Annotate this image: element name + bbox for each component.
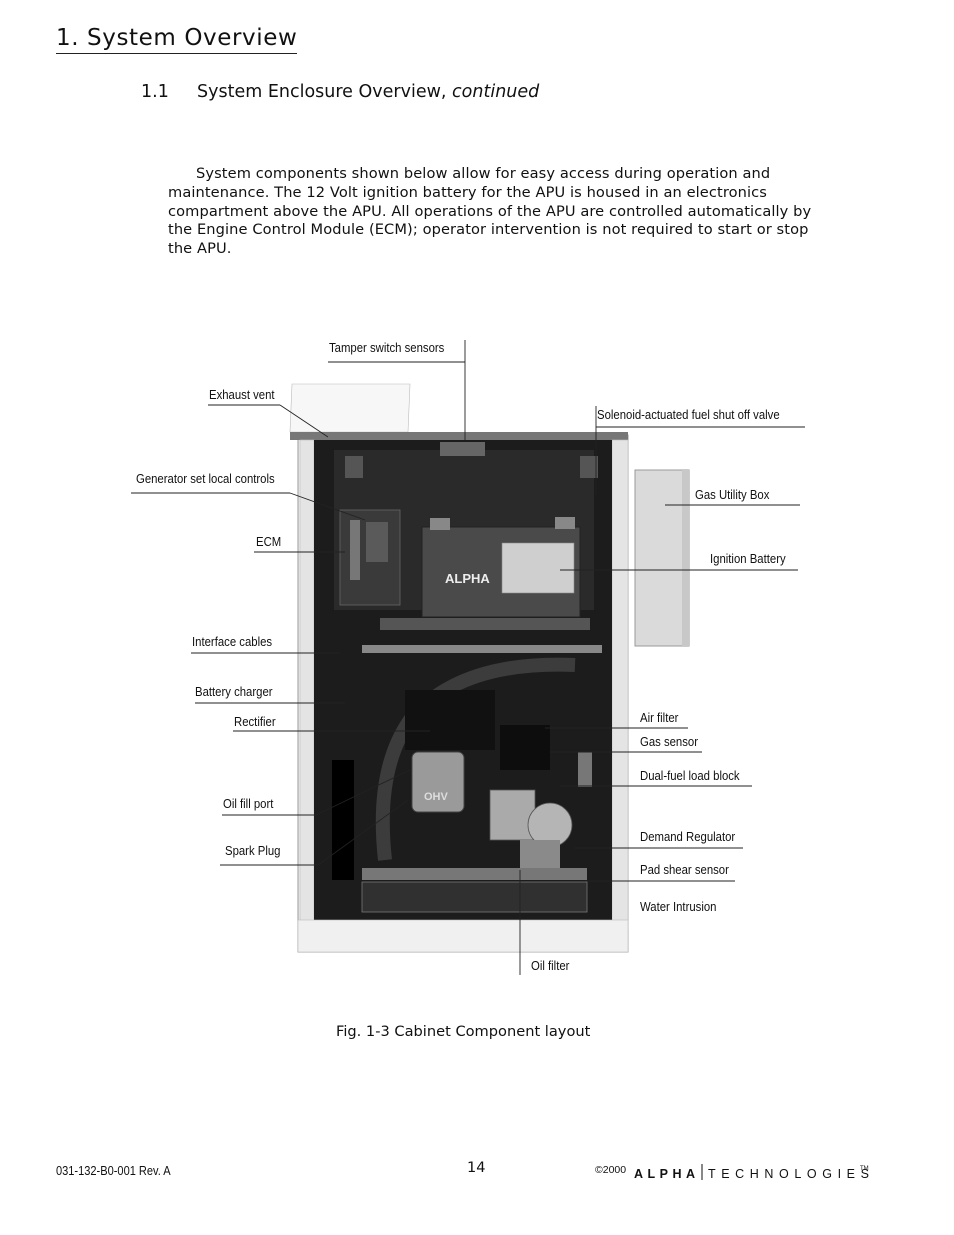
doc-number: 031-132-B0-001 Rev. A (56, 1163, 171, 1178)
logo-right: TECHNOLOGIES (708, 1167, 872, 1181)
battery-brand-text: ALPHA (445, 571, 490, 586)
label-solenoid-valve: Solenoid-actuated fuel shut off valve (597, 407, 780, 423)
label-oil-filter: Oil filter (531, 958, 569, 974)
label-air-filter: Air filter (640, 710, 678, 726)
gas-utility-box-photo (635, 470, 689, 646)
company-logo: ALPHA TECHNOLOGIES TM (632, 1162, 872, 1184)
label-dual-fuel-load-block: Dual-fuel load block (640, 768, 740, 784)
engine-brand-text: OHV (424, 791, 449, 803)
label-gas-utility-box: Gas Utility Box (695, 487, 769, 503)
label-gas-sensor: Gas sensor (640, 734, 698, 750)
label-exhaust-vent: Exhaust vent (209, 387, 275, 403)
label-ignition-battery: Ignition Battery (710, 551, 786, 567)
label-spark-plug: Spark Plug (225, 843, 280, 859)
label-oil-fill-port: Oil fill port (223, 796, 273, 812)
label-tamper-switch-sensors: Tamper switch sensors (329, 340, 444, 356)
engine-photo: OHV (412, 752, 464, 812)
label-rectifier: Rectifier (234, 714, 276, 730)
label-pad-shear-sensor: Pad shear sensor (640, 862, 729, 878)
label-demand-regulator: Demand Regulator (640, 829, 735, 845)
label-interface-cables: Interface cables (192, 634, 272, 650)
cabinet-photo: ALPHA OHV (290, 384, 628, 952)
ignition-battery-photo: ALPHA (422, 517, 580, 617)
copyright: ©2000 (595, 1164, 626, 1176)
label-ecm: ECM (256, 534, 281, 550)
label-generator-controls: Generator set local controls (136, 471, 275, 487)
logo-left: ALPHA (634, 1167, 700, 1181)
figure-caption: Fig. 1-3 Cabinet Component layout (336, 1023, 590, 1040)
label-battery-charger: Battery charger (195, 684, 273, 700)
label-water-intrusion: Water Intrusion (640, 899, 716, 915)
logo-trademark: TM (860, 1166, 869, 1172)
page-number: 14 (467, 1160, 485, 1176)
